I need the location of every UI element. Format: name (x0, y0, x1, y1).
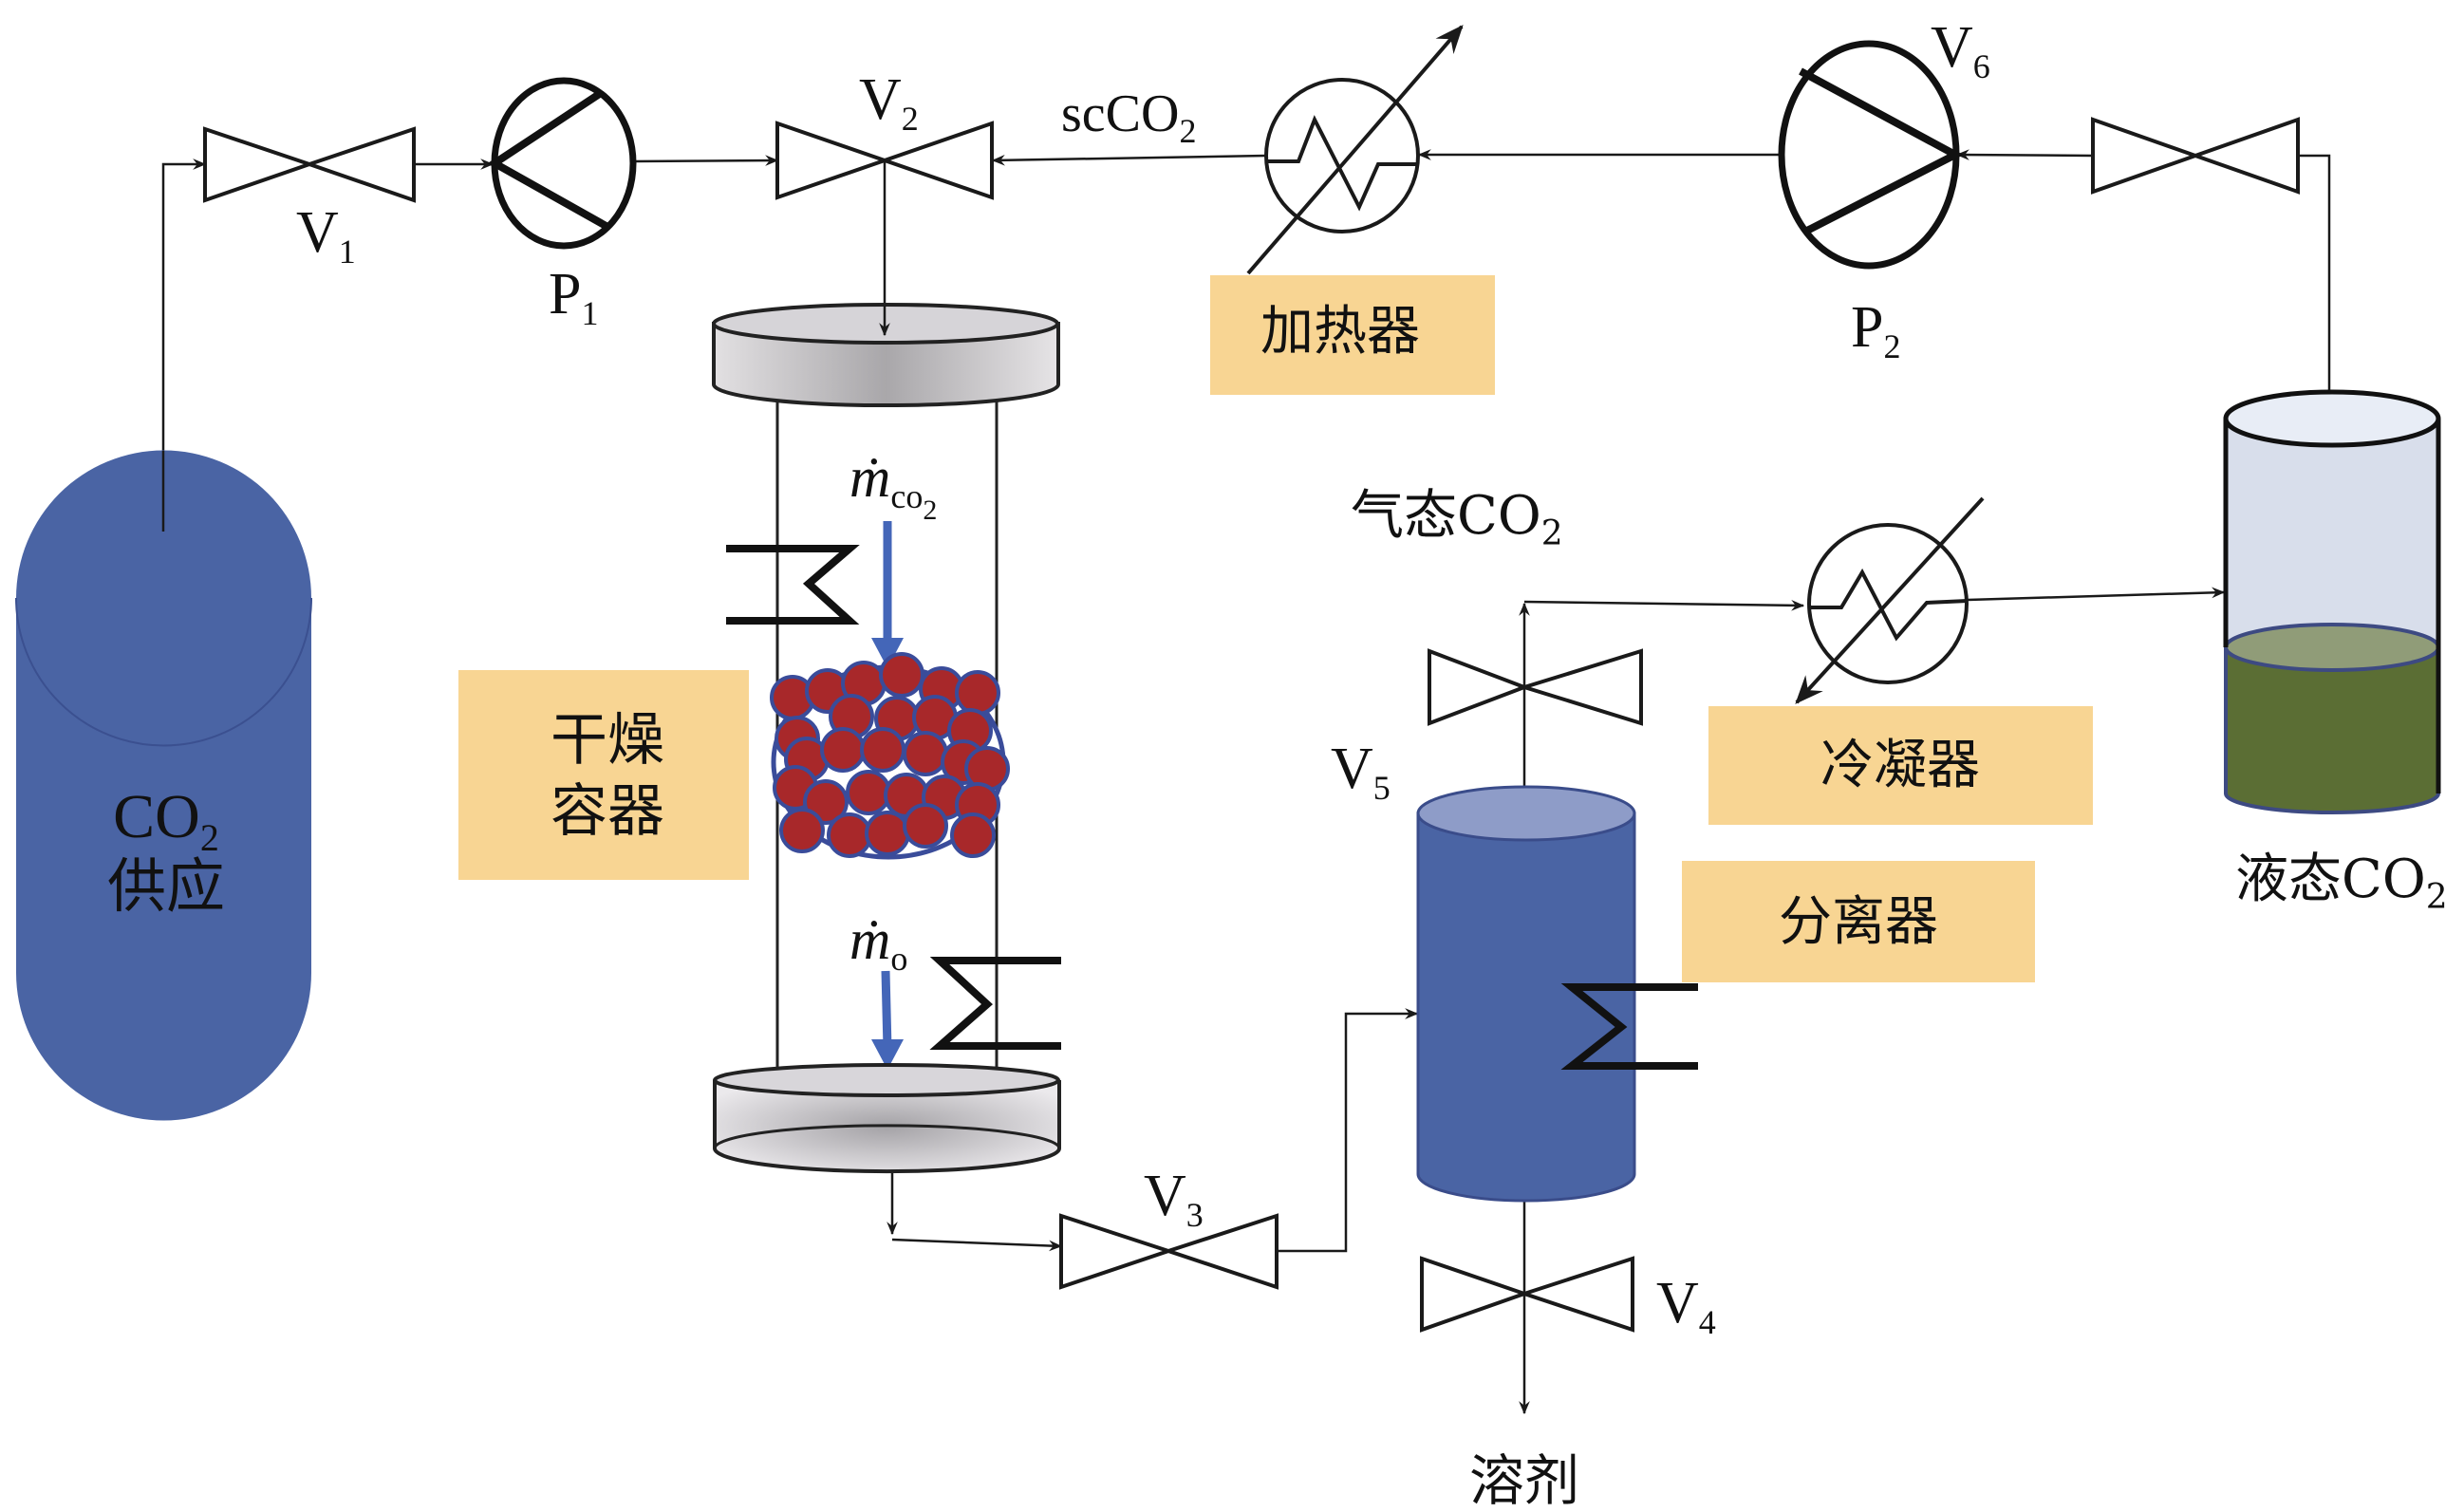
pump-p1-label: P1 (549, 262, 598, 332)
mdot-o-label: ṁo (849, 908, 907, 978)
valve-v5[interactable]: V5 (1331, 648, 1643, 807)
valve-v3-label: V3 (1144, 1164, 1204, 1234)
valve-v5-left (1428, 648, 1530, 726)
pipe-p1-to-v2 (632, 155, 779, 166)
heater-label: 加热器 (1260, 301, 1420, 363)
valve-v6[interactable] (2091, 117, 2300, 195)
valve-v3-left (1059, 1213, 1175, 1290)
liquid-co2-tank: 液态CO2 (2223, 389, 2448, 917)
condenser-label: 冷凝器 (1820, 735, 1980, 796)
dryer-heating-coil-left-icon (726, 545, 860, 625)
valve-v4[interactable]: V4 (1420, 1256, 1716, 1341)
heater-arrow-icon (1246, 25, 1464, 275)
liquid-co2-body (2224, 645, 2440, 814)
pipe-v3-to-separator (1277, 1008, 1419, 1253)
particle (779, 808, 825, 853)
separator[interactable]: 分离器 (1416, 785, 2035, 1203)
heater-coil-icon (1266, 115, 1419, 212)
valve-v4-label: V4 (1656, 1271, 1716, 1341)
valve-v4-right (1518, 1256, 1634, 1333)
separator-coil-icon (1560, 983, 1698, 1070)
condenser-arrow-icon (1795, 496, 1985, 704)
pipe-v6-to-p2 (1955, 149, 2094, 160)
dryer-label-line1: 干燥 (551, 707, 664, 774)
pump-p1-body (491, 77, 637, 250)
valve-v1-right (303, 126, 416, 203)
solvent-label: 溶剂 (1469, 1448, 1579, 1512)
particle (846, 770, 891, 815)
heater-label-box (1210, 275, 1495, 395)
condenser-coil-icon (1809, 568, 1969, 642)
pipe-dryer-to-v3-h (891, 1238, 1063, 1252)
particle (865, 811, 910, 856)
heater-body (1264, 78, 1420, 233)
valve-v6-right (2189, 117, 2300, 195)
particle (820, 727, 866, 773)
condenser[interactable]: 冷凝器 (1708, 496, 2093, 825)
dryer-label-box (458, 670, 749, 880)
valve-v5-label: V5 (1331, 737, 1391, 807)
gas-co2-label: 气态CO2 (1351, 485, 1563, 553)
scco2-label: scCO2 (1061, 84, 1196, 150)
drying-vessel: ṁco2 ṁo 干燥 容器 (458, 303, 1061, 1174)
heater[interactable]: 加热器 (1210, 25, 1495, 395)
dryer-top-lid (712, 322, 1060, 408)
particle (950, 812, 996, 858)
valve-v1-label: V1 (296, 200, 356, 271)
condenser-label-box (1708, 706, 2093, 825)
particle (903, 731, 948, 776)
pipes (161, 149, 2331, 1415)
separator-label: 分离器 (1779, 891, 1938, 953)
pipe-liquid-tank-to-v6 (2298, 154, 2331, 392)
pump-p2-label: P2 (1851, 295, 1900, 365)
liquid-tank-top (2223, 389, 2441, 448)
valve-v4-left (1420, 1256, 1531, 1333)
pipe-heater-to-v2 (991, 154, 1267, 166)
co2-supply-label-line2: 供应 (107, 851, 225, 921)
dryer-label-line2: 容器 (551, 778, 664, 845)
separator-body (1416, 812, 1636, 1203)
valve-v1[interactable]: V1 (203, 126, 416, 271)
pipe-v5-to-condenser (1523, 599, 1805, 611)
liquid-co2-label: 液态CO2 (2235, 849, 2448, 917)
liquid-co2-surface (2224, 623, 2440, 672)
valve-v2[interactable]: V2 (775, 67, 994, 200)
particle (827, 812, 872, 858)
separator-top (1416, 785, 1636, 842)
separator-label-box (1682, 861, 2035, 982)
valve-v2-label: V2 (859, 67, 919, 138)
particle (903, 803, 948, 849)
pipe-condenser-to-liquid-tank (1967, 587, 2226, 602)
particle (955, 670, 1000, 716)
pump-p1-symbol-icon (487, 89, 611, 232)
co2-supply-tank: CO2 供应 (15, 450, 312, 1121)
mdot-co2-label: ṁco2 (849, 446, 937, 526)
valve-v3[interactable]: V3 (1059, 1164, 1279, 1290)
dryer-heating-coil-right-icon (929, 957, 1061, 1050)
particle (879, 652, 924, 698)
pump-p2-symbol-icon (1799, 67, 1964, 236)
particle (860, 727, 905, 773)
valve-v2-right (878, 121, 994, 200)
pump-p1[interactable]: P1 (487, 77, 637, 332)
outflow-arrow-icon (881, 970, 892, 1050)
valve-v6-left (2091, 117, 2202, 195)
valve-v2-left (775, 121, 891, 200)
valve-v3-right (1162, 1213, 1279, 1290)
particle-bed (770, 652, 1010, 860)
pump-p2[interactable]: P2 V6 (1778, 15, 1990, 365)
valve-v6-label: V6 (1931, 15, 1990, 85)
valve-v1-left (203, 126, 316, 203)
valve-v5-right (1518, 648, 1643, 726)
co2-supply-label: CO2 (113, 782, 219, 859)
